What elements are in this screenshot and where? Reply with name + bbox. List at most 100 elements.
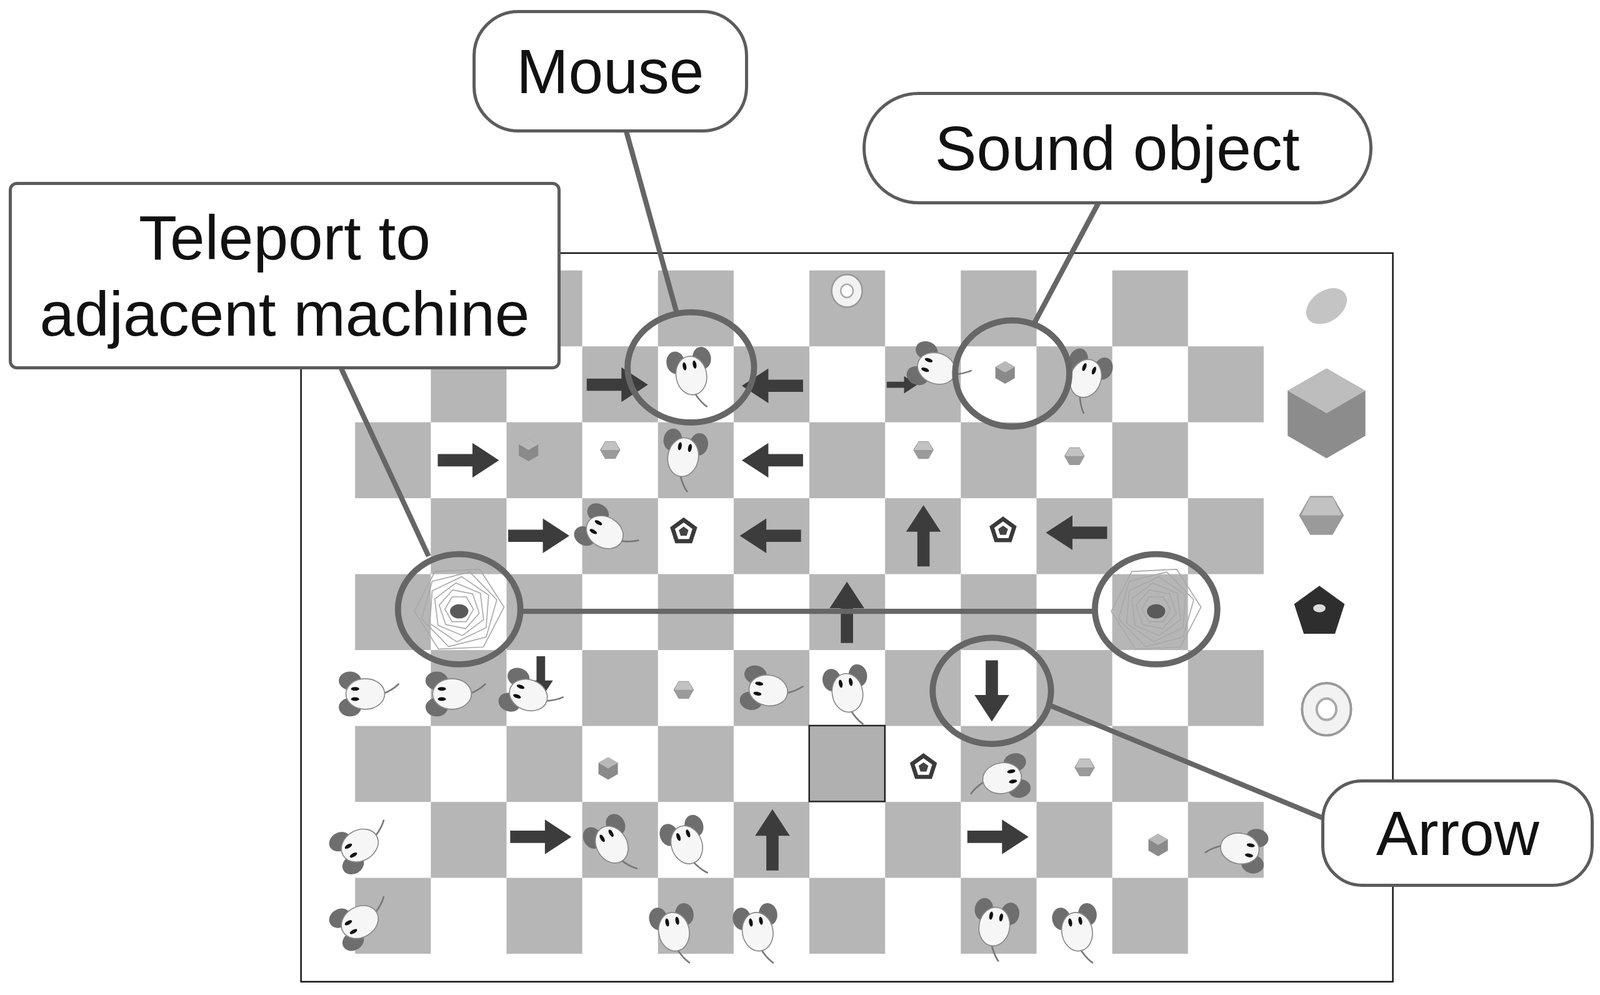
board-item (1053, 345, 1116, 418)
board-cell (885, 498, 961, 574)
teleport-ring (430, 576, 489, 642)
mouse-eye (677, 441, 683, 451)
board-item (664, 345, 719, 413)
mouse-eye (924, 356, 934, 364)
board-cell (960, 878, 1037, 954)
mouse-tail (1205, 842, 1224, 856)
board-cell (582, 650, 659, 726)
board-cell (1112, 422, 1189, 499)
mouse-eye (681, 361, 687, 371)
board-item (656, 812, 720, 885)
mouse-eye (838, 679, 844, 689)
board-item (510, 819, 572, 855)
board-cell (1188, 650, 1264, 726)
mouse-body (505, 673, 552, 716)
cube-object (598, 757, 619, 780)
mouse-eye (685, 828, 692, 838)
board-cell (658, 422, 734, 499)
ring-core (918, 762, 929, 772)
gem-object (1298, 495, 1344, 535)
teleport-ring (1118, 571, 1194, 647)
mouse-eye (691, 360, 697, 369)
ring-object (670, 517, 697, 544)
board-item (655, 426, 710, 494)
teleport-link-line (520, 608, 1095, 614)
board-cell (1112, 878, 1189, 954)
cube-object (1287, 368, 1365, 459)
mouse-eye (748, 918, 754, 927)
arrow-shape (437, 443, 499, 479)
board-item (1148, 833, 1169, 857)
leader-line (1035, 200, 1100, 323)
ring-core (678, 526, 689, 537)
board-cell (1112, 270, 1189, 347)
board-item (1074, 758, 1095, 777)
callout-box: Arrow (1321, 779, 1594, 887)
mouse-body (655, 910, 693, 954)
cube-face (1148, 833, 1169, 845)
teleport-core (1146, 604, 1165, 619)
board-item (598, 757, 619, 780)
board-item (906, 505, 942, 567)
selected-cell (809, 725, 885, 802)
mouse-eye (607, 828, 615, 838)
board-item (570, 499, 645, 569)
highlight-circle (627, 312, 754, 423)
board-cell (809, 726, 885, 802)
cube-object (995, 361, 1015, 384)
teleport-ring (435, 583, 484, 636)
board-cell (885, 650, 961, 726)
mouse-eye (687, 443, 693, 453)
board-item (738, 663, 805, 719)
board-item (600, 441, 621, 459)
mouse-body (665, 435, 702, 480)
arrow-shape (741, 443, 804, 479)
board-cell (885, 801, 961, 878)
arrow-shape (508, 518, 570, 554)
mouse-body (335, 822, 385, 869)
mouse-eye (437, 697, 446, 702)
mouse-eye (675, 832, 682, 842)
checkerboard (355, 270, 1264, 954)
board-cell (1036, 346, 1112, 422)
mouse-eye (1008, 778, 1018, 784)
mouse-eye (437, 686, 446, 691)
mouse-eye (1081, 362, 1088, 372)
board-cell (582, 346, 659, 422)
mouse-eye (593, 518, 603, 527)
board-cell (733, 346, 810, 422)
board-item (578, 810, 648, 885)
board-cell (1036, 801, 1112, 878)
torus-object (831, 274, 863, 307)
arrow-shape (755, 809, 790, 871)
cube-face (995, 361, 1015, 373)
ring-hole (675, 522, 693, 540)
leader-line (1046, 704, 1327, 820)
mouse-eye (351, 697, 360, 702)
board-items (325, 274, 1366, 969)
gem-face (674, 681, 693, 690)
ring-hole (994, 521, 1012, 539)
cube-face (1287, 368, 1365, 414)
mouse-body (580, 509, 629, 555)
ring-object (910, 753, 937, 779)
teleport-ring (1141, 596, 1171, 622)
arrow-shape (1045, 515, 1107, 551)
gem-object (1064, 447, 1085, 465)
ring-core (998, 525, 1009, 535)
board-item (1111, 569, 1202, 650)
board-item (966, 896, 1021, 964)
cube-object (1148, 833, 1169, 857)
mouse-eye (664, 918, 670, 927)
board-item (670, 517, 697, 544)
cube-face (598, 757, 619, 769)
leader-line (625, 128, 677, 313)
mouse-body (665, 821, 708, 869)
ring-object (989, 516, 1017, 542)
callout-box: Sound object (862, 91, 1373, 205)
mouse-body (432, 678, 472, 710)
board-item (425, 671, 486, 717)
mouse-eye (516, 683, 525, 690)
teleport-ring (1136, 590, 1177, 629)
